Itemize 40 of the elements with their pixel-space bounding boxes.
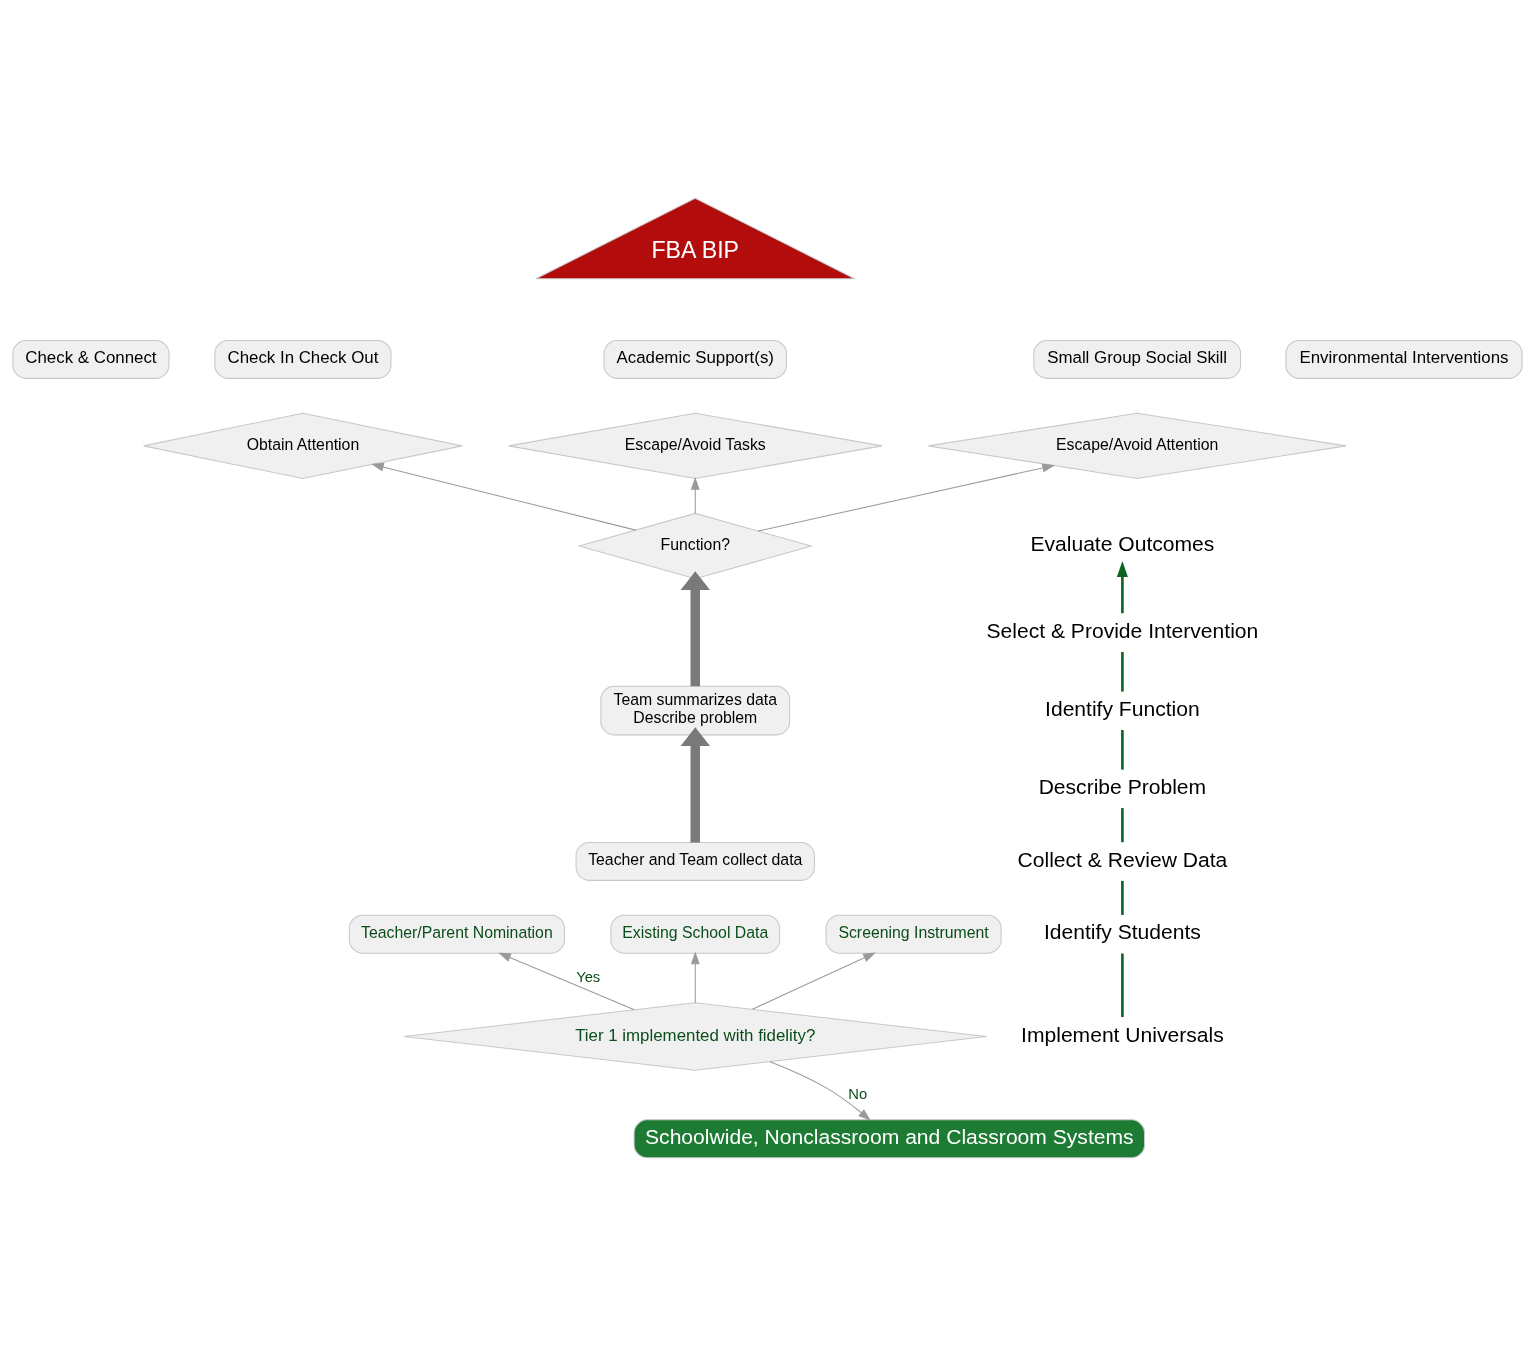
node-diamond: Tier 1 implemented with fidelity? — [403, 1001, 987, 1071]
node-diamond: Escape/Avoid Attention — [927, 412, 1347, 479]
node-box: Screening Instrument — [825, 914, 1002, 954]
node-text: Identify Function — [1045, 696, 1200, 720]
node-diamond: Escape/Avoid Tasks — [508, 412, 883, 479]
node-box: Team summarizes data Describe problem — [600, 685, 791, 735]
arrow — [751, 952, 876, 1010]
node-diamond: Obtain Attention — [143, 412, 463, 479]
arrow — [690, 951, 700, 1003]
node-text: Select & Provide Intervention — [986, 618, 1259, 642]
node-box: Teacher/Parent Nomination — [348, 914, 565, 954]
node-text: Evaluate Outcomes — [1030, 531, 1215, 555]
node-text: Implement Universals — [1021, 1022, 1224, 1046]
arrow — [690, 476, 700, 514]
node-text: Collect & Review Data — [1017, 847, 1228, 871]
arrow — [1116, 560, 1128, 613]
node-box: Existing School Data — [610, 914, 781, 954]
node-box: Academic Support(s) — [603, 339, 787, 379]
edge-label: Yes — [576, 968, 601, 985]
node-diamond: Function? — [577, 512, 814, 579]
node-box: Check & Connect — [12, 339, 170, 379]
connector — [1121, 807, 1124, 842]
node-box: Teacher and Team collect data — [575, 841, 815, 881]
edge-label: No — [848, 1085, 868, 1102]
connector — [1121, 953, 1124, 1017]
arrow — [680, 570, 711, 686]
arrow — [769, 1060, 871, 1121]
arrow — [757, 463, 1055, 532]
node-text: Identify Students — [1043, 919, 1201, 943]
arrow — [371, 462, 637, 531]
arrow — [498, 952, 635, 1010]
node-box: Schoolwide, Nonclassroom and Classroom Systems — [633, 1118, 1146, 1158]
node-box: Environmental Interventions — [1285, 339, 1523, 379]
node-box: Small Group Social Skill — [1033, 339, 1242, 379]
node-box: Check In Check Out — [214, 339, 392, 379]
node-text: Describe Problem — [1038, 774, 1207, 798]
connector — [1121, 880, 1124, 915]
connector — [1121, 729, 1124, 770]
arrow — [680, 726, 711, 842]
connector — [1121, 651, 1124, 692]
